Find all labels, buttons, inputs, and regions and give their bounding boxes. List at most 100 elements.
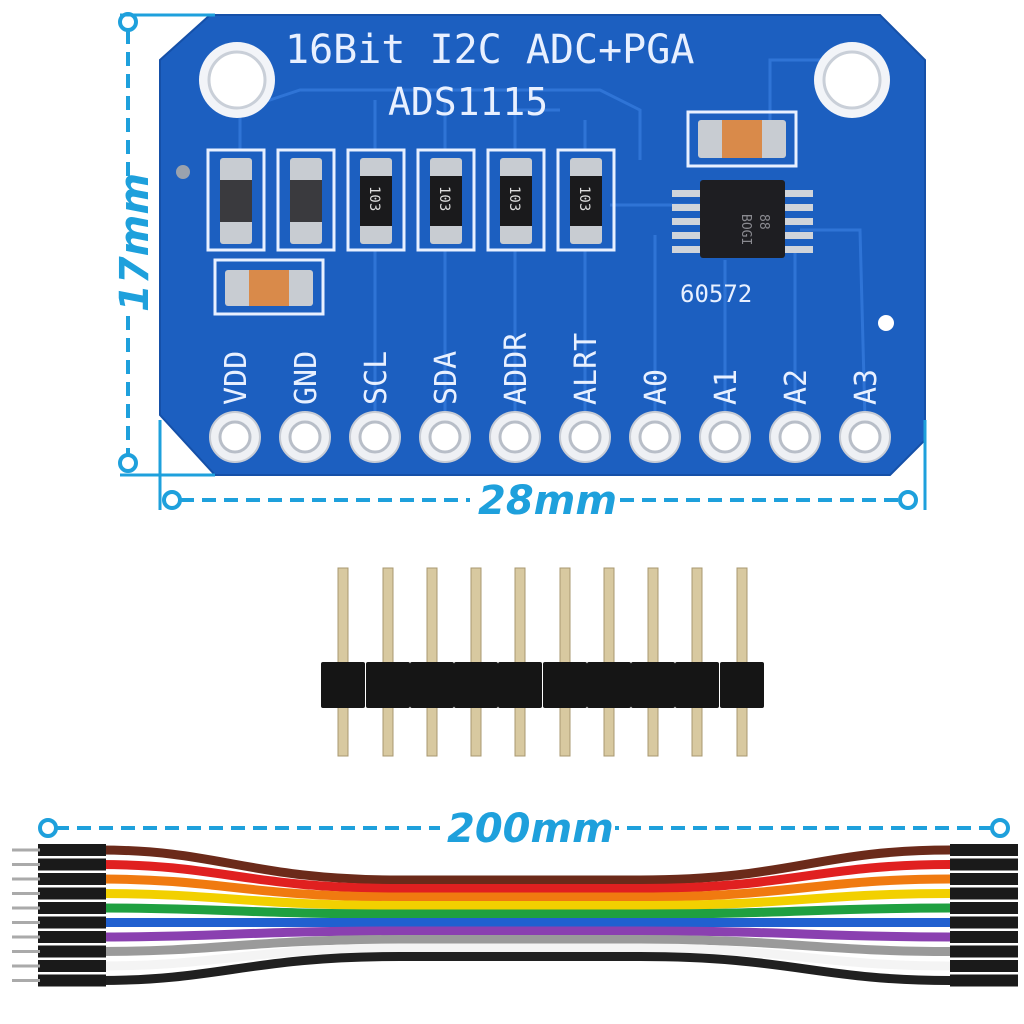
pin-header — [321, 567, 764, 757]
capacitor — [249, 270, 289, 306]
pin-label-gnd: GND — [289, 351, 324, 405]
board-model: ADS1115 — [388, 80, 548, 124]
pin-hole — [848, 420, 882, 454]
header-housing — [410, 662, 454, 708]
pin-hole — [428, 420, 462, 454]
pin-label-a1: A1 — [709, 369, 744, 405]
wire — [99, 845, 951, 885]
component-outline — [213, 258, 325, 316]
adc-chip: BOGI 88 — [672, 180, 813, 258]
wire — [99, 903, 951, 919]
chip-code: 60572 — [680, 280, 752, 308]
connector-pin-left — [12, 877, 40, 881]
connector-left — [38, 960, 106, 972]
resistor-code: 103 — [366, 186, 382, 211]
jumper-cable — [12, 844, 1018, 987]
header-housing — [454, 662, 498, 708]
connector-pin-left — [12, 921, 40, 924]
header-housing — [675, 662, 719, 708]
height-dimension: 17mm — [112, 173, 158, 312]
component-outline — [206, 148, 266, 252]
connector-left — [38, 858, 106, 871]
connector-left — [38, 945, 106, 958]
connector-right — [950, 844, 1018, 856]
wire — [99, 952, 951, 985]
pin-label-addr: ADDR — [499, 332, 534, 405]
component-outline — [486, 148, 546, 252]
resistor — [500, 176, 532, 226]
pin-hole — [638, 420, 672, 454]
pin-hole — [568, 420, 602, 454]
connector-right — [950, 902, 1018, 914]
header-housing — [720, 662, 764, 708]
chip-marking-1: BOGI — [738, 214, 753, 245]
chip-lead — [672, 190, 700, 197]
capacitor — [290, 180, 322, 222]
wire — [99, 874, 951, 902]
chip-lead — [785, 204, 813, 211]
chip-lead — [785, 246, 813, 253]
connector-pin-left — [12, 848, 40, 852]
component-outline — [686, 110, 798, 168]
resistor — [360, 176, 392, 226]
chip-lead — [672, 204, 700, 211]
wire — [99, 889, 951, 910]
connector-left — [38, 844, 106, 856]
connector-right — [950, 873, 1018, 885]
chip-marking-2: 88 — [756, 214, 771, 230]
connector-pin-left — [12, 950, 40, 953]
board-title: 16Bit I2C ADC+PGA — [285, 27, 694, 73]
connector-pin-left — [12, 964, 40, 968]
resistor-code: 103 — [576, 186, 592, 211]
connector-right — [950, 945, 1018, 958]
connector-right — [950, 931, 1018, 943]
width-dimension: 28mm — [478, 478, 617, 524]
pin-hole — [288, 420, 322, 454]
wire — [99, 860, 951, 893]
pin-label-vdd: VDD — [219, 351, 254, 405]
pin-label-a3: A3 — [849, 369, 884, 405]
pin-hole — [708, 420, 742, 454]
connector-right — [950, 974, 1018, 987]
connector-pin-left — [12, 935, 40, 939]
component-outline — [346, 148, 406, 252]
component-outline — [276, 148, 336, 252]
component-outline — [416, 148, 476, 252]
wire — [99, 935, 951, 956]
chip-lead — [672, 232, 700, 239]
header-housing — [366, 662, 410, 708]
chip-lead — [672, 218, 700, 225]
component-outline — [556, 148, 616, 252]
connector-pin-left — [12, 906, 40, 910]
pin-label-a2: A2 — [779, 369, 814, 405]
cable-length-dimension: 200mm — [447, 806, 614, 852]
header-housing — [321, 662, 365, 708]
adc-board: 16Bit I2C ADC+PGA ADS1115 103 103 103 103 B… — [159, 14, 926, 476]
connector-pin-left — [12, 863, 40, 866]
resistor — [570, 176, 602, 226]
resistor-code: 103 — [506, 186, 522, 211]
pin-hole — [778, 420, 812, 454]
connector-left — [38, 873, 106, 885]
connector-left — [38, 902, 106, 914]
capacitor — [722, 120, 762, 158]
connector-left — [38, 916, 106, 929]
chip-lead — [672, 246, 700, 253]
connector-left — [38, 974, 106, 987]
connector-left — [38, 887, 106, 900]
header-housing — [543, 662, 587, 708]
connector-right — [950, 887, 1018, 900]
header-housing — [631, 662, 675, 708]
capacitor — [220, 180, 252, 222]
connector-left — [38, 931, 106, 943]
resistor-code: 103 — [436, 186, 452, 211]
connector-right — [950, 960, 1018, 972]
header-housing — [587, 662, 631, 708]
chip-lead — [785, 232, 813, 239]
pin-label-scl: SCL — [359, 351, 394, 405]
pin-hole — [218, 420, 252, 454]
pin-label-a0: A0 — [639, 369, 674, 405]
wire — [99, 926, 951, 942]
pin-label-sda: SDA — [429, 351, 464, 405]
